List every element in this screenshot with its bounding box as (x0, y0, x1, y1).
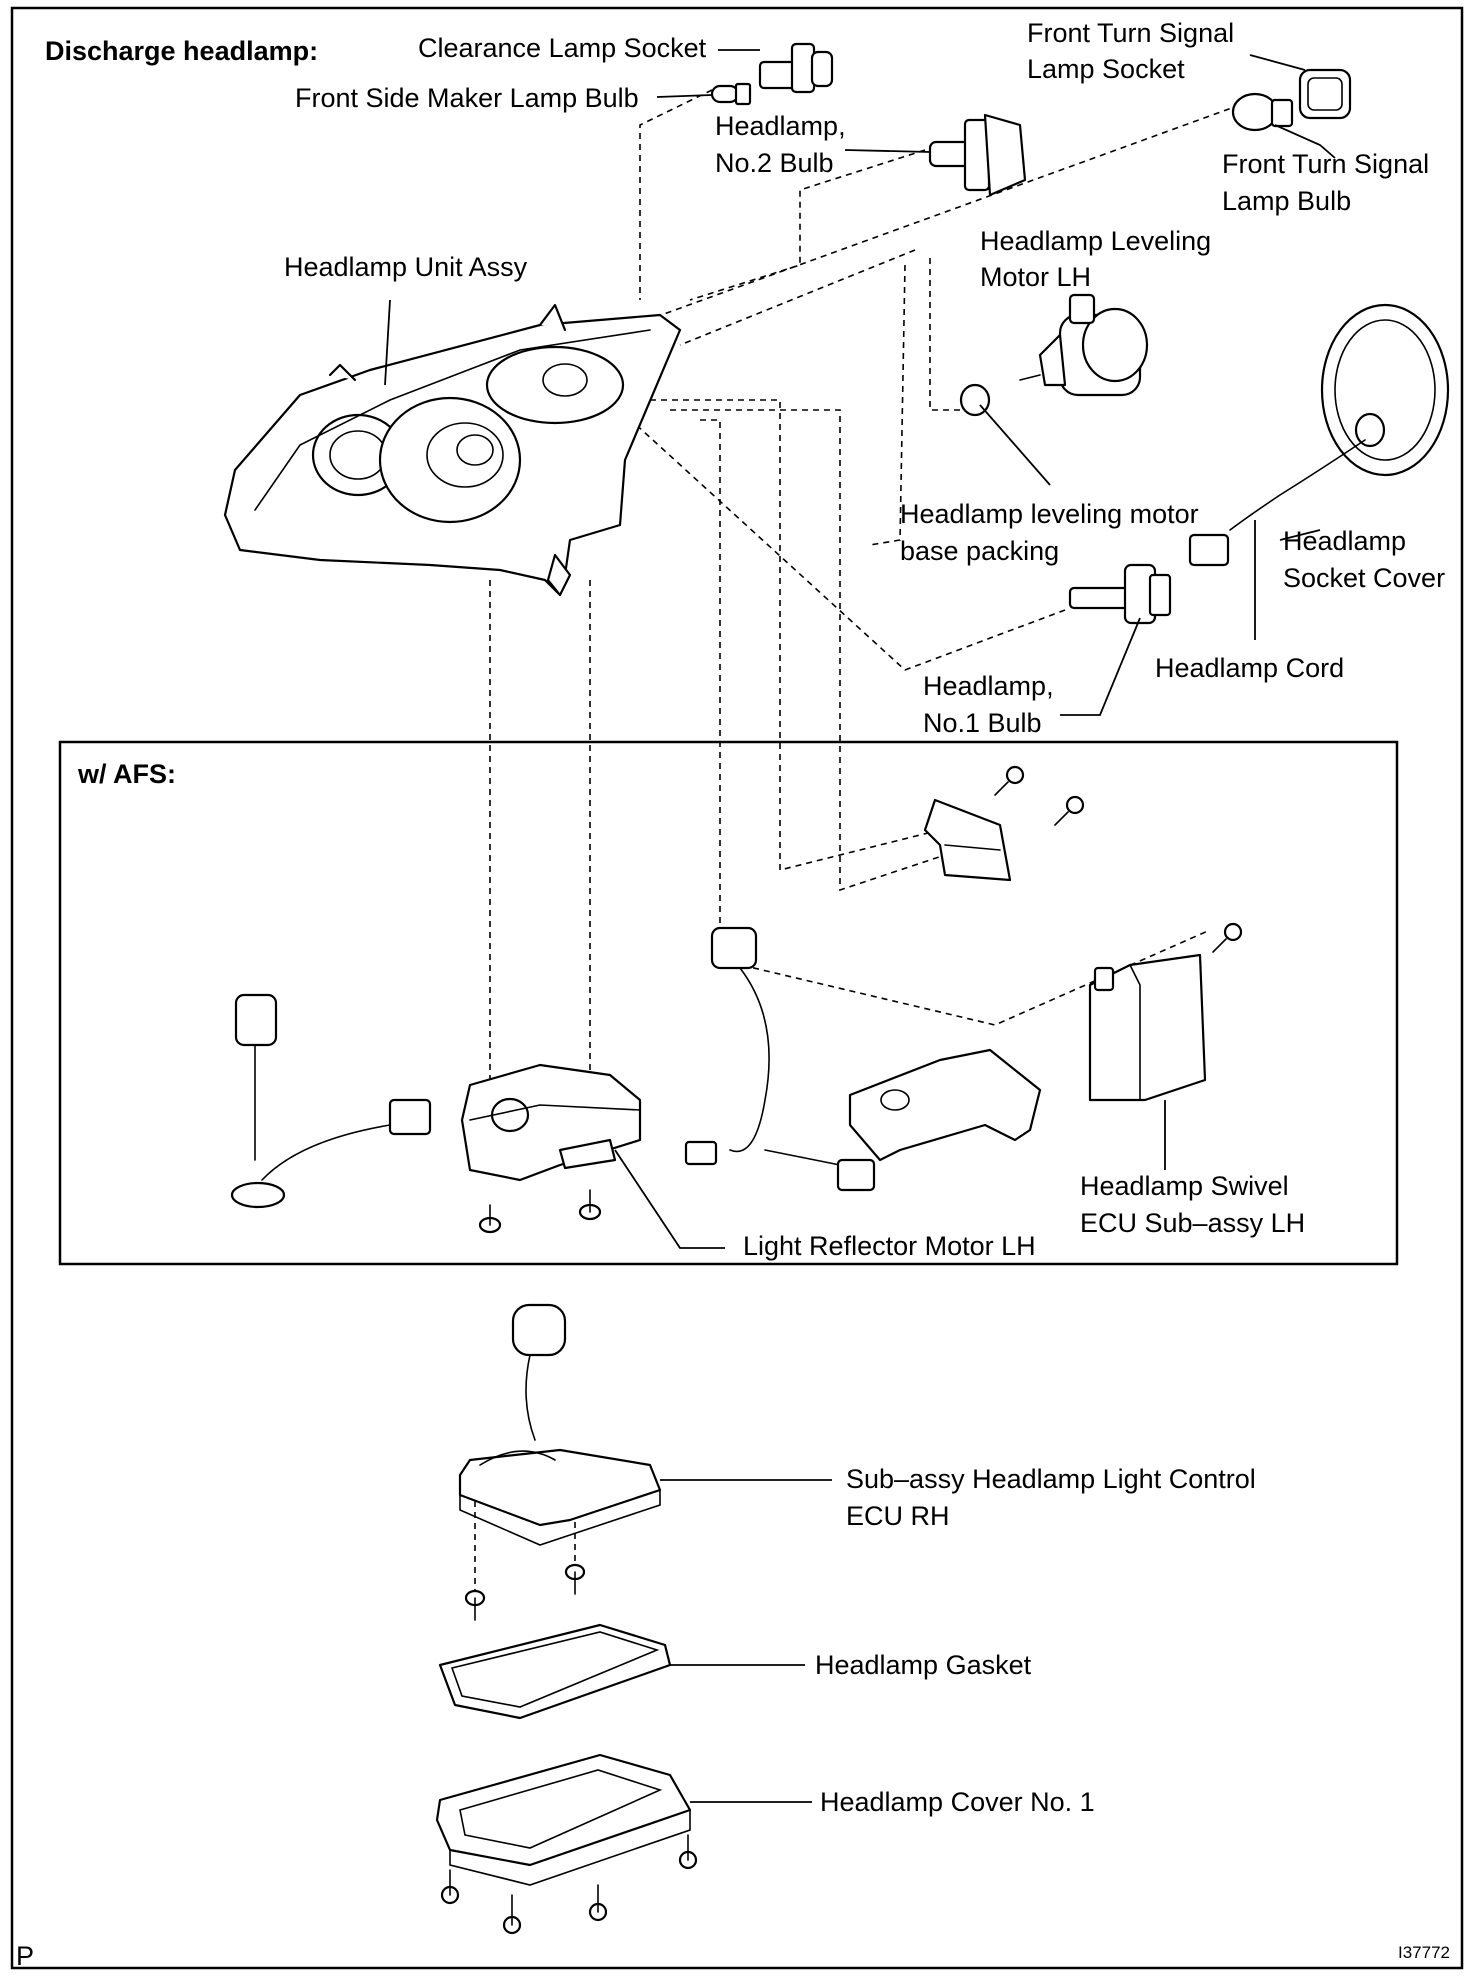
label-no2-bulb-1: Headlamp, (715, 111, 846, 141)
label-leveling-motor-1: Headlamp Leveling (980, 226, 1211, 256)
leader-lines-afs (614, 1100, 1166, 1249)
light-reflector-motor (460, 1063, 642, 1182)
headlamp-gasket (438, 1623, 672, 1720)
light-control-ecu (458, 1303, 662, 1546)
afs-plate (848, 1048, 1042, 1162)
label-side-marker-bulb: Front Side Maker Lamp Bulb (295, 83, 639, 113)
label-leveling-motor-2: Motor LH (980, 262, 1091, 292)
clearance-lamp-socket (758, 42, 834, 94)
ecu-screws (464, 1563, 586, 1621)
label-socket-cover-2: Socket Cover (1283, 563, 1445, 593)
label-packing-1: Headlamp leveling motor (900, 499, 1199, 529)
label-reflector-motor: Light Reflector Motor LH (743, 1231, 1036, 1261)
turn-signal-socket (1298, 68, 1352, 120)
swivel-bracket (923, 798, 1012, 882)
afs-box (58, 740, 1399, 1266)
headlamp-cover (435, 1753, 692, 1886)
label-no1-bulb-1: Headlamp, (923, 671, 1054, 701)
label-clearance-socket: Clearance Lamp Socket (418, 33, 707, 63)
label-control-ecu-1: Sub–assy Headlamp Light Control (846, 1464, 1256, 1494)
label-socket-cover-1: Headlamp (1283, 526, 1406, 556)
leader-lines-bottom (660, 1479, 832, 1803)
no2-bulb (928, 113, 1027, 197)
label-cord: Headlamp Cord (1155, 653, 1344, 683)
label-turn-bulb-2: Lamp Bulb (1222, 186, 1351, 216)
leader-lines-top (384, 49, 1336, 716)
afs-harness-middle (684, 926, 876, 1192)
afs-box-title: w/ AFS: (77, 759, 176, 789)
headlamp-socket-cover (1320, 303, 1450, 477)
label-unit-assy: Headlamp Unit Assy (284, 252, 528, 282)
headlamp-unit-assy (223, 303, 682, 597)
assembly-lines (474, 89, 1241, 1590)
label-swivel-ecu-2: ECU Sub–assy LH (1080, 1208, 1305, 1238)
motor-screws (478, 1189, 602, 1234)
label-turn-socket-2: Lamp Socket (1027, 54, 1185, 84)
label-no2-bulb-2: No.2 Bulb (715, 148, 834, 178)
side-marker-bulb (710, 82, 752, 106)
label-turn-bulb-1: Front Turn Signal (1222, 149, 1429, 179)
label-gasket: Headlamp Gasket (815, 1650, 1032, 1680)
label-swivel-ecu-1: Headlamp Swivel (1080, 1171, 1289, 1201)
label-cover: Headlamp Cover No. 1 (820, 1787, 1095, 1817)
section-title: Discharge headlamp: (45, 36, 318, 66)
afs-harness-left (230, 993, 432, 1209)
outer-frame (10, 6, 1464, 1970)
figure-id: I37772 (1398, 1943, 1450, 1962)
label-control-ecu-2: ECU RH (846, 1501, 950, 1531)
label-turn-socket-1: Front Turn Signal (1027, 18, 1234, 48)
no1-bulb (1068, 563, 1172, 625)
cover-screws (440, 1834, 698, 1935)
label-no1-bulb-2: No.1 Bulb (923, 708, 1042, 738)
turn-signal-bulb (1231, 92, 1294, 132)
leveling-motor (1019, 293, 1149, 397)
footer-left-mark: P (16, 1941, 34, 1971)
headlamp-cord (1188, 439, 1366, 567)
swivel-ecu (1088, 953, 1207, 1102)
label-packing-2: base packing (900, 536, 1059, 566)
bracket-screws (994, 765, 1243, 953)
